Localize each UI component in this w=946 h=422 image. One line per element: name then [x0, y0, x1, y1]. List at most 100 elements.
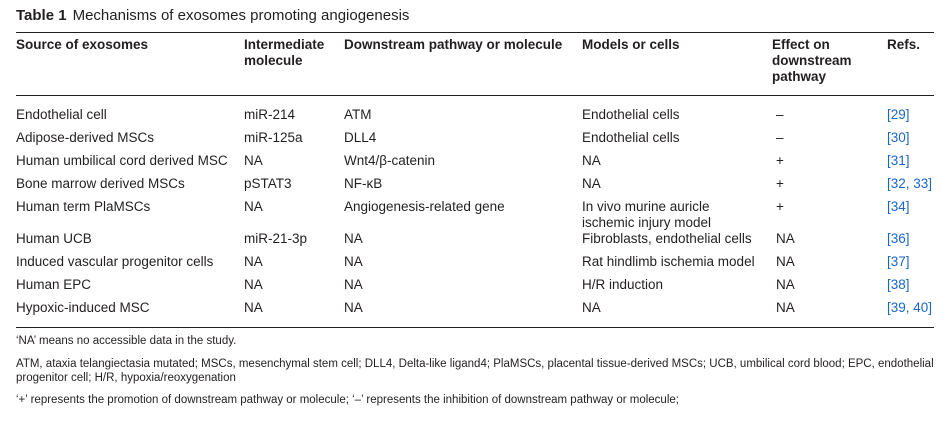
cell-downstream-text: NA: [344, 254, 363, 269]
cell-refs[interactable]: [32, 33]: [887, 176, 934, 199]
cell-source: Human term PlaMSCs: [16, 199, 244, 231]
cell-models-text: Endothelial cells: [582, 107, 680, 122]
cell-downstream: NF-κB: [344, 176, 582, 199]
cell-downstream-text: ATM: [344, 107, 372, 122]
cell-effect: NA: [772, 277, 887, 300]
cell-intermediate-text: NA: [244, 254, 263, 269]
cell-refs[interactable]: [29]: [887, 96, 934, 131]
cell-downstream: NA: [344, 254, 582, 277]
cell-source: Bone marrow derived MSCs: [16, 176, 244, 199]
table-header: Source of exosomes Intermediate molecule…: [16, 32, 934, 96]
cell-refs[interactable]: [31]: [887, 153, 934, 176]
cell-effect: NA: [772, 300, 887, 328]
cell-intermediate-text: miR-125a: [244, 130, 303, 145]
cell-models-text: In vivo murine auricle ischemic injury m…: [582, 199, 712, 230]
cell-effect: +: [772, 199, 887, 231]
cell-intermediate-text: NA: [244, 153, 263, 168]
cell-refs[interactable]: [30]: [887, 130, 934, 153]
cell-effect-text: +: [776, 153, 784, 168]
cell-intermediate: miR-214: [244, 96, 344, 131]
cell-refs[interactable]: [38]: [887, 277, 934, 300]
cell-intermediate: miR-125a: [244, 130, 344, 153]
cell-source: Human umbilical cord derived MSC: [16, 153, 244, 176]
cell-intermediate: miR-21-3p: [244, 231, 344, 254]
reference-link[interactable]: [39, 40]: [887, 300, 933, 315]
cell-source: Induced vascular progenitor cells: [16, 254, 244, 277]
reference-link[interactable]: [30]: [887, 130, 910, 145]
reference-link[interactable]: [32, 33]: [887, 176, 933, 191]
cell-effect: –: [772, 130, 887, 153]
cell-refs[interactable]: [34]: [887, 199, 934, 231]
table-label: Table 1: [16, 7, 67, 24]
cell-models-text: NA: [582, 153, 601, 168]
cell-intermediate: NA: [244, 153, 344, 176]
cell-effect-text: –: [776, 107, 784, 122]
cell-effect-text: NA: [776, 254, 795, 269]
cell-downstream-text: Angiogenesis-related gene: [344, 199, 505, 214]
cell-models: Fibroblasts, endothelial cells: [582, 231, 772, 254]
cell-refs[interactable]: [39, 40]: [887, 300, 934, 328]
cell-models: Rat hindlimb ischemia model: [582, 254, 772, 277]
cell-downstream-text: NA: [344, 231, 363, 246]
cell-downstream-text: DLL4: [344, 130, 377, 145]
cell-downstream-text: NF-κB: [344, 176, 383, 191]
cell-models: In vivo murine auricle ischemic injury m…: [582, 199, 772, 231]
cell-downstream: Wnt4/β-catenin: [344, 153, 582, 176]
table-body: Endothelial cell miR-214 ATM Endothelial ce…: [16, 96, 934, 328]
cell-intermediate: NA: [244, 277, 344, 300]
cell-intermediate-text: miR-214: [244, 107, 296, 122]
cell-downstream: Angiogenesis-related gene: [344, 199, 582, 231]
cell-intermediate-text: miR-21-3p: [244, 231, 308, 246]
cell-source: Human UCB: [16, 231, 244, 254]
cell-intermediate-text: NA: [244, 199, 263, 214]
cell-source-text: Human UCB: [16, 231, 92, 246]
cell-source-text: Human umbilical cord derived MSC: [16, 153, 228, 168]
cell-intermediate: NA: [244, 199, 344, 231]
reference-link[interactable]: [36]: [887, 231, 910, 246]
cell-models: H/R induction: [582, 277, 772, 300]
cell-downstream: NA: [344, 231, 582, 254]
cell-refs[interactable]: [36]: [887, 231, 934, 254]
cell-source: Endothelial cell: [16, 96, 244, 131]
cell-effect-text: NA: [776, 277, 795, 292]
cell-effect: +: [772, 176, 887, 199]
cell-downstream-text: Wnt4/β-catenin: [344, 153, 436, 168]
cell-models: NA: [582, 153, 772, 176]
footnote-abbreviations: ATM, ataxia telangiectasia mutated; MSCs…: [16, 358, 934, 384]
table-row: Human umbilical cord derived MSC NA Wnt4/β…: [16, 153, 934, 176]
reference-link[interactable]: [37]: [887, 254, 910, 269]
cell-models: NA: [582, 300, 772, 328]
mechanisms-table: Source of exosomes Intermediate molecule…: [16, 32, 934, 328]
cell-effect-text: NA: [776, 231, 795, 246]
cell-intermediate: pSTAT3: [244, 176, 344, 199]
reference-link[interactable]: [38]: [887, 277, 910, 292]
cell-intermediate: NA: [244, 300, 344, 328]
cell-source-text: Endothelial cell: [16, 107, 107, 122]
reference-link[interactable]: [34]: [887, 199, 910, 214]
header-source: Source of exosomes: [16, 37, 149, 52]
cell-effect-text: NA: [776, 300, 795, 315]
reference-link[interactable]: [29]: [887, 107, 910, 122]
cell-models: Endothelial cells: [582, 130, 772, 153]
cell-intermediate-text: pSTAT3: [244, 176, 292, 191]
footnote-na: ‘NA’ means no accessible data in the stu…: [16, 335, 237, 347]
cell-intermediate-text: NA: [244, 300, 263, 315]
reference-link[interactable]: [31]: [887, 153, 910, 168]
cell-models-text: NA: [582, 300, 601, 315]
cell-source: Adipose-derived MSCs: [16, 130, 244, 153]
cell-source-text: Hypoxic-induced MSC: [16, 300, 150, 315]
table-footnotes: ‘NA’ means no accessible data in the stu…: [16, 334, 934, 407]
cell-intermediate: NA: [244, 254, 344, 277]
cell-models-text: Rat hindlimb ischemia model: [582, 254, 755, 269]
cell-effect: +: [772, 153, 887, 176]
cell-refs[interactable]: [37]: [887, 254, 934, 277]
cell-source-text: Human EPC: [16, 277, 92, 292]
cell-effect-text: +: [776, 176, 784, 191]
cell-effect: –: [772, 96, 887, 131]
